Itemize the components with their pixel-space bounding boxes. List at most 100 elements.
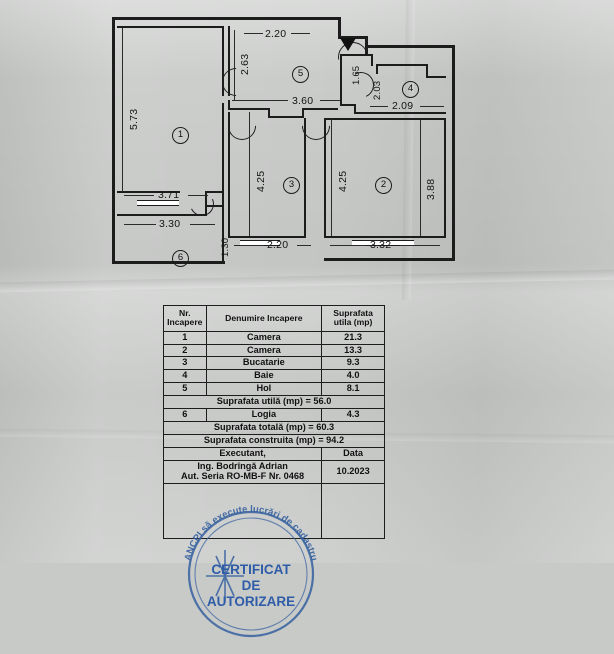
dimension-line	[400, 245, 440, 246]
dimension-line	[297, 245, 311, 246]
stamp-line-2: DE	[242, 578, 261, 593]
wall	[324, 118, 446, 120]
wall	[112, 216, 115, 263]
wall	[354, 112, 446, 114]
wall	[222, 26, 224, 96]
dimension-2-03: 2.03	[372, 80, 383, 100]
cell-executant-details: Ing. Bodrîngă Adrian Aut. Seria RO-MB-F …	[162, 459, 323, 484]
dimension-line	[420, 120, 421, 236]
wall	[338, 17, 341, 39]
wall	[228, 236, 306, 238]
wall	[340, 54, 373, 56]
room-area-table: Nr. Incapere Denumire Incapere Suprafata…	[162, 305, 385, 539]
wall	[117, 26, 224, 28]
wall	[268, 116, 304, 118]
authorization-stamp: ANCPI să execute lucrări de cadastru CER…	[176, 504, 326, 654]
wall	[324, 236, 446, 238]
wall	[304, 118, 306, 238]
dimension-line	[124, 224, 156, 225]
dimension-line	[320, 100, 340, 101]
dimension-line	[331, 118, 332, 236]
dimension-3-30: 3.30	[159, 218, 181, 230]
wall	[365, 36, 368, 56]
dimension-4-25-left: 4.25	[255, 170, 267, 192]
window	[137, 200, 179, 206]
cell-empty	[321, 482, 385, 539]
table-row: 4 Baie 4.0	[163, 369, 385, 384]
dimension-2-63: 2.63	[239, 53, 251, 75]
dimension-3-32: 3.32	[370, 239, 392, 251]
dimension-line	[420, 106, 444, 107]
wall	[228, 26, 230, 96]
wall	[324, 258, 455, 261]
wall	[205, 205, 224, 207]
cell-data-label: Data	[321, 447, 385, 461]
wall	[371, 54, 373, 66]
dimension-line	[122, 28, 123, 192]
table-row: 2 Camera 13.3	[163, 343, 385, 358]
window	[352, 240, 414, 246]
wall	[324, 120, 326, 238]
cell-name: Logia	[205, 408, 323, 423]
wall	[376, 64, 428, 66]
room-number-2: 2	[375, 177, 392, 194]
cell-area: 8.1	[321, 382, 385, 397]
cell-nr: 2	[163, 343, 207, 358]
dimension-line	[244, 33, 263, 34]
dimension-2-20-bottom: 2.20	[267, 239, 289, 251]
wall	[112, 17, 115, 263]
cell-area: 4.3	[321, 408, 385, 423]
table-executant-row: Ing. Bodrîngă Adrian Aut. Seria RO-MB-F …	[162, 459, 385, 484]
floor-plan-drawing: 1 2 3 4 5 6 5.73 2.20 2.63 3.60 1.65 2.0…	[0, 0, 614, 290]
table-header-row: Nr. Incapere Denumire Incapere Suprafata…	[163, 305, 385, 332]
header-nr-incapere: Nr. Incapere	[163, 305, 207, 332]
dimension-line	[188, 195, 208, 196]
dimension-line	[190, 224, 215, 225]
wall	[230, 108, 270, 110]
room-number-4: 4	[402, 81, 419, 98]
table-row: 1 Camera 21.3	[163, 330, 385, 345]
cell-total: Suprafata totală (mp) = 60.3	[163, 421, 385, 436]
wall	[222, 103, 224, 193]
wall	[376, 64, 378, 74]
dimension-3-88: 3.88	[425, 178, 437, 200]
wall	[426, 64, 428, 78]
room-number-5: 5	[292, 66, 309, 83]
cell-name: Hol	[205, 382, 323, 397]
stamp-arc-text: ANCPI să execute lucrări de cadastru	[182, 504, 319, 562]
table-row: 5 Hol 8.1	[163, 382, 385, 397]
dimension-3-60: 3.60	[292, 95, 314, 107]
dimension-1-30: 1.30	[220, 237, 231, 257]
dimension-1-65: 1.65	[351, 65, 362, 85]
cell-construita: Suprafata construita (mp) = 94.2	[163, 434, 385, 448]
wall	[354, 104, 356, 114]
dimension-2-20-top: 2.20	[265, 28, 287, 40]
wall	[340, 54, 342, 106]
cell-area: 4.0	[321, 369, 385, 384]
wall	[268, 108, 270, 118]
svg-text:ANCPI să execute lucrări de ca: ANCPI să execute lucrări de cadastru	[182, 504, 319, 562]
wall	[302, 108, 338, 110]
wall	[444, 120, 446, 238]
wall	[117, 191, 180, 193]
wall	[222, 193, 224, 263]
table-subtotal-utila-row: Suprafata utilă (mp) = 56.0	[163, 395, 385, 410]
table-total-row: Suprafata totală (mp) = 60.3	[163, 421, 385, 436]
wall	[205, 191, 224, 193]
dimension-3-71: 3.71	[158, 189, 180, 201]
dimension-line	[291, 33, 310, 34]
wall	[228, 112, 230, 238]
wall	[426, 76, 446, 78]
table-executant-header-row: Executant, Data	[162, 447, 385, 461]
table-row-logia: 6 Logia 4.3	[163, 408, 385, 423]
cell-name: Bucatarie	[205, 356, 323, 371]
header-suprafata-utila: Suprafata utila (mp)	[321, 305, 385, 332]
room-number-1: 1	[172, 127, 189, 144]
dimension-line	[232, 100, 288, 101]
wall	[205, 193, 207, 216]
dimension-line	[249, 112, 250, 236]
dimension-line	[124, 195, 154, 196]
cell-name: Baie	[205, 369, 323, 384]
dimension-4-25-right: 4.25	[337, 170, 349, 192]
wall	[228, 100, 230, 110]
